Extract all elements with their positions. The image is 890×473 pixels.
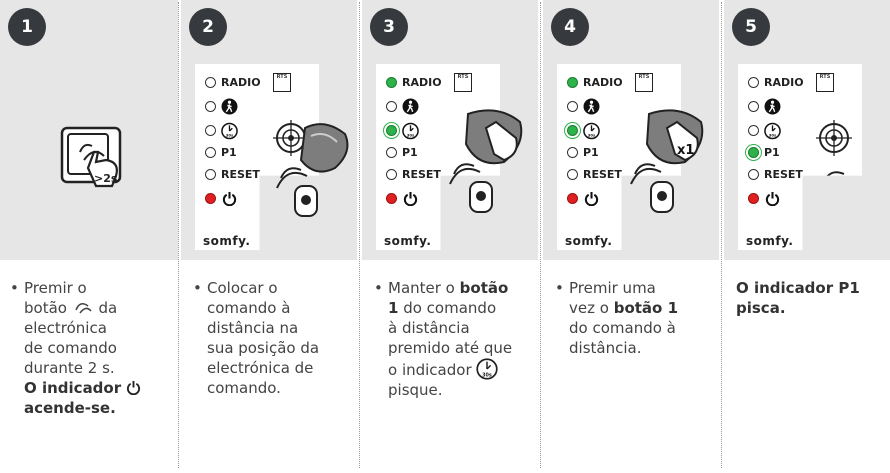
svg-text:30s: 30s (588, 133, 596, 137)
step-4: 4 RADIO RTS 30s P1 RESET somfy. x1 Premi… (543, 0, 719, 473)
step-number: 2 (189, 8, 227, 46)
remote-control-icon (276, 123, 349, 217)
divider (359, 2, 360, 468)
control-panel: RADIO RTS 30s P1 RESET somfy. (195, 64, 319, 250)
svg-text:30s: 30s (407, 133, 415, 137)
remote-press-hand-icon: x1 (630, 109, 704, 213)
somfy-logo: somfy. (384, 234, 432, 248)
svg-text:>2s: >2s (94, 172, 118, 185)
power-icon (402, 190, 419, 207)
step-number: 4 (551, 8, 589, 46)
timer-led-blinking (386, 125, 397, 136)
step-number: 1 (8, 8, 46, 46)
svg-text:30s: 30s (226, 133, 234, 137)
rts-badge: RTS (273, 73, 291, 92)
svg-text:x1: x1 (677, 143, 694, 158)
svg-text:30s: 30s (483, 372, 493, 378)
power-icon (126, 380, 140, 396)
step-5-instructions: O indicador P1 pisca. (736, 279, 860, 317)
power-icon (221, 190, 238, 207)
radio-led (205, 77, 216, 88)
timer-icon: 30s (764, 122, 781, 139)
rts-badge: RTS (635, 73, 653, 92)
divider (721, 2, 722, 468)
remote-press-hand-icon (449, 109, 523, 213)
power-icon (583, 190, 600, 207)
button-press-icon (74, 302, 92, 314)
step-2-instructions: Colocar o comando à distância na sua pos… (207, 278, 353, 398)
step-1-instructions: Premir o botão da electrónica de comando… (24, 278, 174, 418)
step-5: 5 RADIO RTS 30s P1 RESET somfy. O indica… (724, 0, 890, 473)
pedestrian-icon (402, 98, 419, 115)
pedestrian-icon (221, 98, 238, 115)
somfy-logo: somfy. (203, 234, 251, 248)
step-3: 3 RADIO RTS 30s P1 RESET somfy. Manter o… (362, 0, 538, 473)
timer-icon: 30s (583, 122, 600, 139)
step-3-instructions: Manter o botão 1 do comando à distância … (388, 278, 536, 400)
pedestrian-icon (764, 98, 781, 115)
hand-press-button-icon: >2s (60, 126, 122, 188)
divider (540, 2, 541, 468)
timer-icon: 30s (476, 358, 499, 380)
p1-led-blinking (748, 147, 759, 158)
step-1: 1 >2s Premir o botão da electrónica de c… (0, 0, 178, 473)
timer-led-blinking (567, 125, 578, 136)
divider (178, 2, 179, 468)
rts-badge: RTS (454, 73, 472, 92)
timer-icon: 30s (402, 122, 419, 139)
target-receiver-icon (816, 120, 852, 156)
step-number: 5 (732, 8, 770, 46)
radio-led (567, 77, 578, 88)
radio-led (748, 77, 759, 88)
step-2: 2 RADIO RTS 30s P1 RESET somfy. Colocar … (181, 0, 357, 473)
svg-text:30s: 30s (769, 133, 777, 137)
rts-badge: RTS (816, 73, 834, 92)
step-number: 3 (370, 8, 408, 46)
somfy-logo: somfy. (746, 234, 794, 248)
somfy-logo: somfy. (565, 234, 613, 248)
power-icon (764, 190, 781, 207)
radio-led (386, 77, 397, 88)
timer-icon: 30s (221, 122, 238, 139)
pedestrian-icon (583, 98, 600, 115)
step-4-instructions: Premir uma vez o botão 1 do comando à di… (569, 278, 717, 358)
